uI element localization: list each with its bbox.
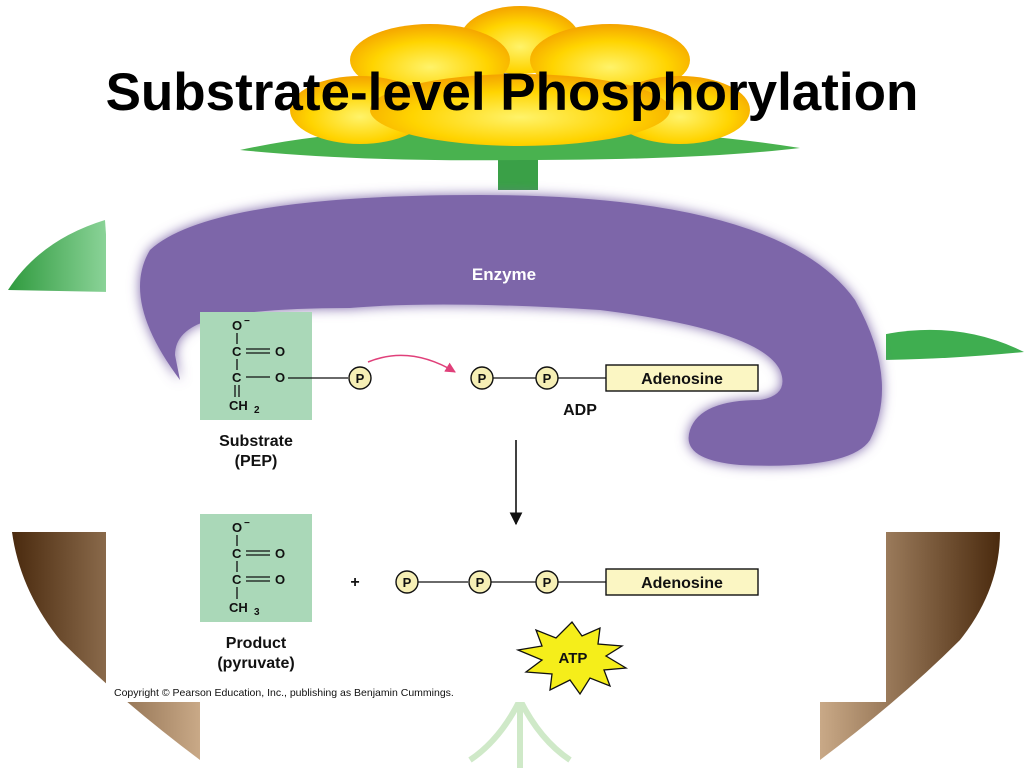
adp-label: ADP <box>563 402 597 419</box>
product-caption-sub: (pyruvate) <box>217 655 294 672</box>
copyright-text: Copyright © Pearson Education, Inc., pub… <box>114 687 454 699</box>
substrate-box <box>200 312 312 420</box>
svg-text:C: C <box>232 546 242 561</box>
substrate-caption-sub: (PEP) <box>235 453 278 470</box>
svg-text:P: P <box>403 575 412 590</box>
svg-text:C: C <box>232 344 242 359</box>
svg-text:Adenosine: Adenosine <box>641 575 723 592</box>
svg-text:−: − <box>244 518 250 529</box>
svg-text:O: O <box>275 546 285 561</box>
roots <box>468 698 572 768</box>
phosphate-transfer-arrow <box>367 354 456 373</box>
product-caption: Product <box>226 635 287 652</box>
svg-text:O: O <box>232 318 242 333</box>
product-structure: O − C O C O CH 3 <box>229 518 285 618</box>
substrate-caption: Substrate <box>219 433 293 450</box>
leaf-right <box>860 329 1024 360</box>
slide-title: Substrate-level Phosphorylation <box>105 63 919 122</box>
enzyme-shape <box>140 195 882 466</box>
svg-text:P: P <box>543 575 552 590</box>
enzyme-label: Enzyme <box>472 265 536 284</box>
atp-label: ATP <box>559 650 588 667</box>
product-box <box>200 514 312 622</box>
svg-text:O: O <box>232 520 242 535</box>
svg-text:−: − <box>244 316 250 327</box>
substrate-structure: O − C O C O CH 2 <box>229 316 285 416</box>
svg-text:C: C <box>232 370 242 385</box>
atp-molecule: P P P Adenosine <box>395 568 759 596</box>
svg-text:C: C <box>232 572 242 587</box>
svg-text:3: 3 <box>254 607 260 618</box>
svg-text:O: O <box>275 370 285 385</box>
svg-text:P: P <box>478 371 487 386</box>
svg-text:O: O <box>275 344 285 359</box>
svg-text:P: P <box>543 371 552 386</box>
svg-text:CH: CH <box>229 600 248 615</box>
svg-text:O: O <box>275 572 285 587</box>
adp-molecule: P P Adenosine <box>470 364 759 392</box>
svg-text:Adenosine: Adenosine <box>641 371 723 388</box>
plus-sign: + <box>350 574 359 591</box>
flower <box>290 6 750 146</box>
substrate-phosphate <box>348 366 372 390</box>
atp-starburst <box>515 620 629 696</box>
svg-text:2: 2 <box>254 405 260 416</box>
svg-text:CH: CH <box>229 398 248 413</box>
leaf-left <box>8 220 110 292</box>
svg-text:P: P <box>476 575 485 590</box>
substrate-phosphate-label: P <box>356 371 365 386</box>
